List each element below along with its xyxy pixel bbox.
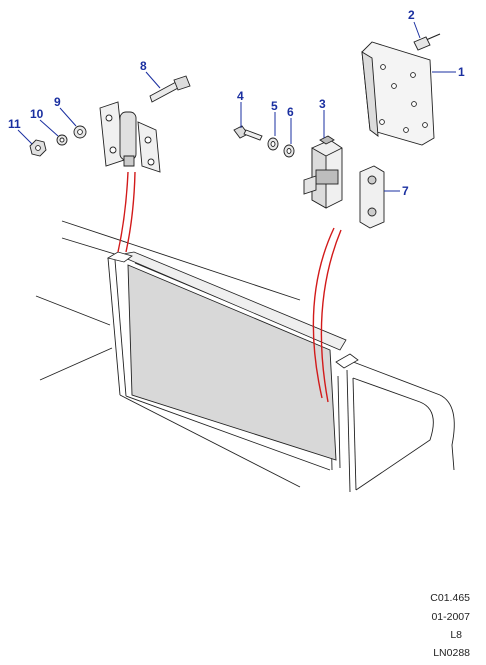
part-10-washer <box>56 134 68 146</box>
hinge-recess-left <box>106 251 133 263</box>
callout-2: 2 <box>408 8 415 22</box>
part-6-washer <box>283 144 295 158</box>
hinge-assembly <box>99 101 161 173</box>
reference-code: C01.465 <box>430 592 470 604</box>
callout-1: 1 <box>458 65 465 79</box>
callout-4: 4 <box>237 89 244 103</box>
callout-11: 11 <box>8 117 21 131</box>
callout-7: 7 <box>402 184 409 198</box>
callout-6: 6 <box>287 105 294 119</box>
callout-8: 8 <box>140 59 147 73</box>
reference-model: L8 <box>450 629 462 641</box>
tailgate-panel <box>127 264 337 461</box>
tailgate-top-lip <box>116 251 347 351</box>
reference-illustration-id: LN0288 <box>433 647 470 659</box>
part-9-washer <box>73 125 87 139</box>
body-outline <box>35 220 455 493</box>
callout-5: 5 <box>271 99 278 113</box>
assembly-lines <box>117 171 342 403</box>
part-8-hinge-bolt <box>149 75 191 103</box>
reference-date: 01-2007 <box>431 611 470 623</box>
part-1-bracket-plate <box>361 41 435 146</box>
part-5-washer <box>267 137 279 151</box>
part-7-striker-plate <box>359 165 385 229</box>
part-11-nut <box>29 139 47 157</box>
part-2-pin <box>413 33 441 51</box>
part-4-bolt <box>233 125 263 141</box>
callout-3: 3 <box>319 97 326 111</box>
leader-lines <box>17 21 456 192</box>
callout-9: 9 <box>54 95 61 109</box>
part-3-latch-block <box>303 135 343 209</box>
hinge-recess-right <box>335 353 359 369</box>
callout-10: 10 <box>30 107 44 121</box>
callout-labels: 1 2 3 4 5 6 7 8 9 10 11 <box>8 8 465 198</box>
